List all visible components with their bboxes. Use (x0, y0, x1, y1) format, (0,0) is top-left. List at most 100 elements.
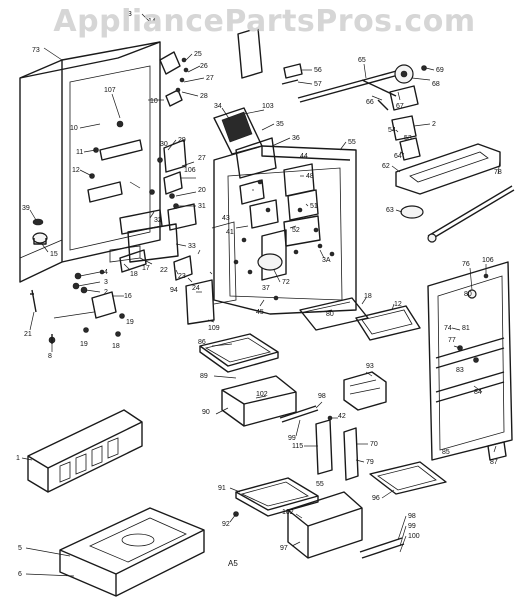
callout-55: 55 (348, 139, 356, 146)
callout-26: 26 (200, 63, 208, 70)
callout-54: 54 (388, 127, 396, 134)
callout-35: 35 (276, 121, 284, 128)
callout-39: 39 (22, 205, 30, 212)
callout-36: 36 (292, 135, 300, 142)
callout-30: 30 (160, 141, 168, 148)
callout-41: 41 (226, 229, 234, 236)
callout-99: 99 (288, 435, 296, 442)
callout-80b: 80 (464, 291, 472, 298)
callout-2b: 2 (432, 121, 436, 128)
callout-11: 11 (76, 149, 83, 156)
callout-76: 76 (462, 261, 470, 268)
callout-18c: 18 (364, 293, 372, 300)
leader-lines (21, 13, 501, 577)
callout-4: 4 (104, 269, 108, 276)
callout-31: 31 (198, 203, 206, 210)
toe-grille (27, 409, 143, 493)
callout-21: 21 (24, 331, 32, 338)
callout-44: 44 (300, 153, 308, 160)
lower-drawer-assembly (233, 477, 405, 559)
callout-1: 1 (16, 455, 20, 462)
callout-55b: 55 (316, 481, 324, 488)
callout-93: 93 (366, 363, 374, 370)
callout-6: 6 (18, 571, 22, 578)
callout-85: 85 (442, 449, 450, 456)
callout-79: 79 (366, 459, 374, 466)
callout-84: 84 (474, 389, 482, 396)
callout-16: 16 (124, 293, 132, 300)
callout-48: 48 (306, 173, 314, 180)
callout-115: 115 (292, 443, 303, 450)
callout-86: 86 (198, 339, 206, 346)
callout-106: 106 (184, 167, 196, 174)
callout-77: 77 (448, 337, 456, 344)
lower-left-hardware (30, 218, 147, 344)
callout-78: 78 (494, 169, 502, 176)
callout-97: 97 (280, 545, 288, 552)
callout-80: 80 (326, 311, 334, 318)
callout-25: 25 (194, 51, 202, 58)
callout-14: 14 (148, 18, 156, 25)
callout-37: 37 (262, 285, 270, 292)
callout-72: 72 (282, 279, 290, 286)
door-liner (427, 261, 513, 461)
callout-98: 98 (318, 393, 326, 400)
callout-3: 3 (104, 279, 108, 286)
callout-83: 83 (456, 367, 464, 374)
callout-33: 33 (188, 243, 196, 250)
callout-52: 52 (292, 227, 300, 234)
callout-12: 12 (72, 167, 80, 174)
callout-62: 62 (382, 163, 390, 170)
callout-87: 87 (490, 459, 498, 466)
callout-29: 29 (178, 137, 186, 144)
upper-right-parts (361, 64, 515, 243)
shelf-supports (315, 415, 359, 481)
callout-81: 81 (462, 325, 470, 332)
callout-42: 42 (338, 413, 346, 420)
callout-100: 100 (408, 533, 420, 540)
callout-94: 94 (170, 287, 178, 294)
callout-92: 92 (222, 521, 230, 528)
callout-66: 66 (366, 99, 374, 106)
top-center-parts (237, 27, 403, 103)
callout-8: 8 (48, 353, 52, 360)
callout-74: 74 (444, 325, 452, 332)
callout-19b: 19 (80, 341, 88, 348)
diagram-code: A5 (228, 559, 238, 568)
callout-102b: 102 (282, 509, 294, 516)
callout-96: 96 (372, 495, 380, 502)
callout-98b: 98 (408, 513, 416, 520)
callout-73: 73 (32, 47, 40, 54)
callout-18b: 18 (112, 343, 120, 350)
callout-10: 10 (70, 125, 78, 132)
callout-90: 90 (202, 409, 210, 416)
cabinet-wrapper (19, 41, 161, 283)
callout-3a: 3A (322, 257, 331, 264)
callout-17: 17 (142, 265, 150, 272)
callout-12b: 12 (394, 301, 402, 308)
callout-53: 53 (404, 135, 412, 142)
callout-68: 68 (432, 81, 440, 88)
callout-91: 91 (218, 485, 226, 492)
part-callouts: 13 14 73 25 26 27 28 10 107 10 11 12 30 … (16, 11, 502, 578)
callout-89: 89 (200, 373, 208, 380)
callout-27b: 27 (198, 155, 206, 162)
callout-69: 69 (436, 67, 444, 74)
base-pan (59, 507, 205, 597)
callout-2: 2 (104, 289, 108, 296)
callout-51: 51 (310, 203, 318, 210)
callout-24: 24 (192, 285, 200, 292)
callout-64: 64 (394, 153, 402, 160)
upper-drawer-assembly (199, 333, 319, 427)
callout-56: 56 (314, 67, 322, 74)
callout-5: 5 (18, 545, 22, 552)
callout-13: 13 (124, 11, 132, 18)
crisper-shelves-upper (299, 297, 421, 341)
callout-63: 63 (386, 207, 394, 214)
callout-65: 65 (358, 57, 366, 64)
callout-10b: 10 (150, 98, 158, 105)
callout-15: 15 (50, 251, 58, 258)
crisper-bin (343, 371, 387, 411)
lower-shelf (369, 461, 447, 495)
callout-103: 103 (262, 103, 274, 110)
